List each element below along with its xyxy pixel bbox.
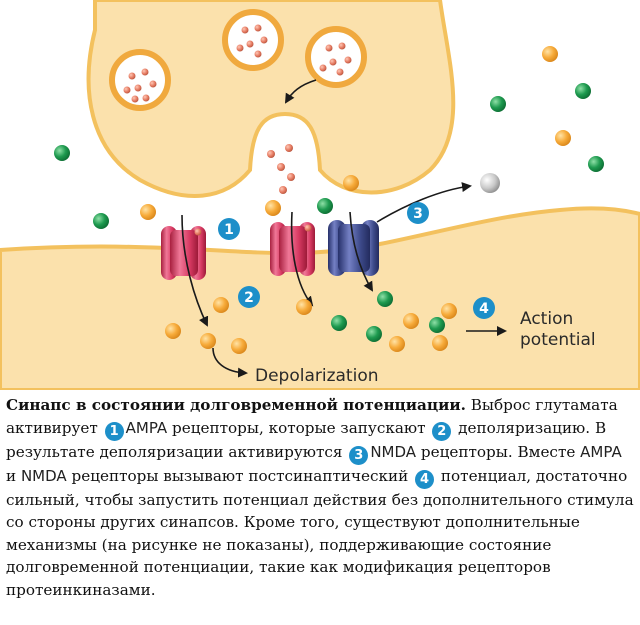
ampa-receptor <box>161 226 206 280</box>
badge-1: 1 <box>224 222 234 238</box>
curved-arrow-icon <box>376 182 472 223</box>
badge-2: 2 <box>244 290 254 306</box>
curved-arrow-icon <box>181 214 209 327</box>
numbered-circle-icon: 2 <box>238 286 260 308</box>
action-potential-label-line1: Action <box>520 309 573 329</box>
numbered-circle-icon: 3 <box>407 202 429 224</box>
badge-3: 3 <box>413 206 423 222</box>
ion-flow-arrows <box>181 182 507 378</box>
numbered-circle-icon: 1 <box>104 421 124 441</box>
gray-ion <box>480 173 500 193</box>
ampa-term: AMPA <box>580 442 622 461</box>
numbered-circle-icon: 3 <box>349 445 369 465</box>
numbered-circle-icon: 4 <box>473 297 495 319</box>
green-ions <box>54 83 604 342</box>
badge-4: 4 <box>479 301 489 317</box>
nmda-term: NMDA <box>370 442 417 461</box>
numbered-circle-icon: 1 <box>218 218 240 240</box>
action-potential-label-line2: potential <box>520 330 596 350</box>
ampa-term: AMPA <box>125 418 168 437</box>
curved-arrow-icon <box>284 79 317 104</box>
numbered-circle-icon: 2 <box>432 421 452 441</box>
curved-arrow-icon <box>290 211 314 307</box>
ltp-synapse-diagram: 1 2 3 4 Depolarization Action potential <box>0 0 640 390</box>
numbered-circle-icon: 4 <box>415 469 435 489</box>
vesicle <box>222 9 284 71</box>
vesicle <box>109 49 171 111</box>
released-glutamate <box>267 144 295 194</box>
nmda-receptor <box>328 220 379 276</box>
synaptic-vesicles <box>109 9 367 111</box>
curved-arrow-icon <box>349 211 374 292</box>
figure-caption: Синапс в состоянии долговременной потенц… <box>6 396 634 599</box>
curved-arrow-icon <box>212 347 248 378</box>
orange-ions <box>140 46 571 354</box>
caption-title: Синапс в состоянии долговременной потенц… <box>6 396 466 414</box>
vesicle <box>305 26 367 88</box>
postsynaptic-cell <box>0 206 640 390</box>
depolarization-label: Depolarization <box>255 366 379 386</box>
nmda-term: NMDA <box>20 466 67 485</box>
